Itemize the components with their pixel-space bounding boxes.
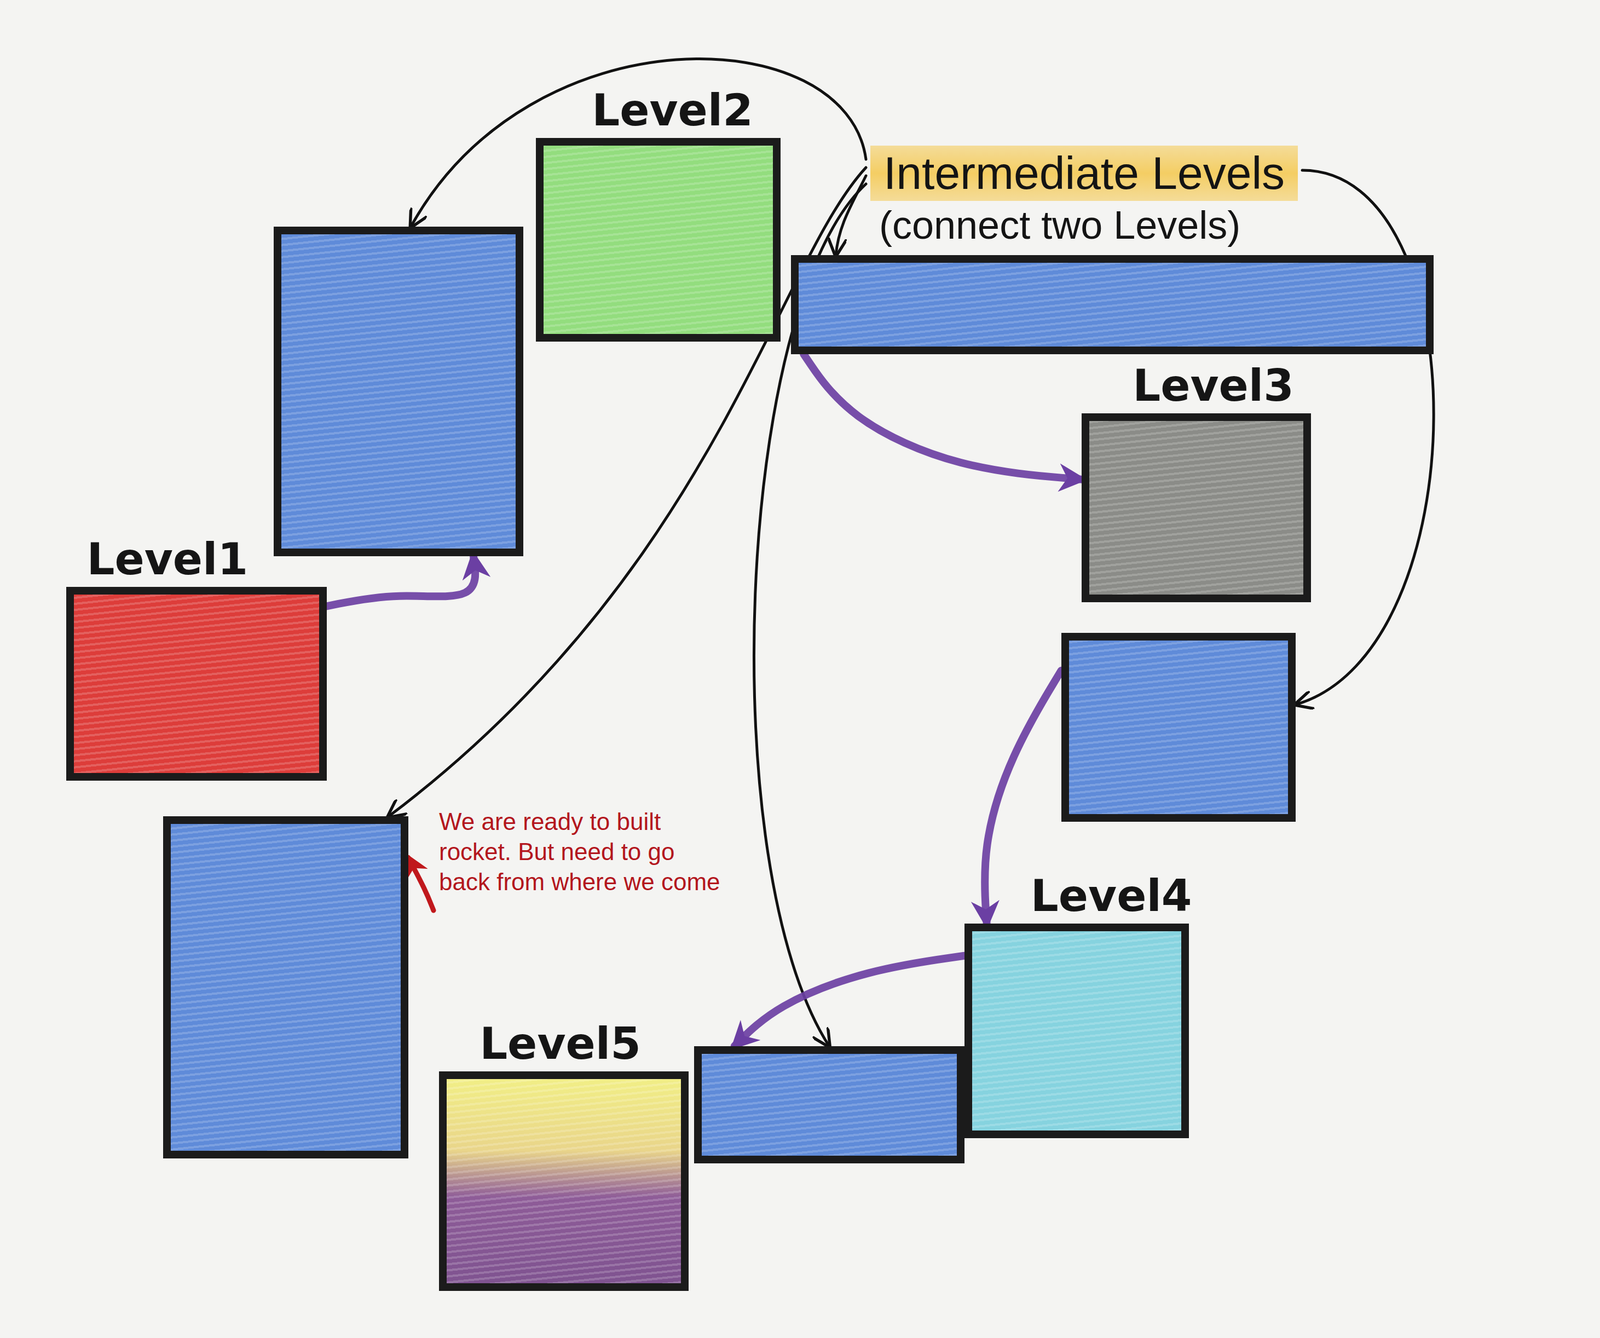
note-arrow-group [408, 857, 434, 911]
flow-arrow [803, 354, 1082, 480]
level-box [66, 586, 327, 781]
intermediate-node [1061, 632, 1297, 822]
section-subheading: (connect two Levels) [879, 202, 1241, 248]
leader-group [388, 58, 1434, 1046]
level-title: Level5 [479, 1019, 641, 1068]
intermediate-box [163, 816, 408, 1158]
level-title: Level3 [1132, 361, 1295, 410]
level-box [964, 923, 1189, 1138]
level-box [1081, 413, 1311, 603]
intermediate-box [273, 226, 524, 557]
level-title: Level1 [86, 535, 248, 584]
level-title: Level4 [1030, 871, 1193, 921]
handwritten-note: We are ready to built rocket. But need t… [439, 806, 724, 897]
intermediate-box [1061, 632, 1297, 822]
level-box [439, 1071, 690, 1291]
level-node: Level3 [1081, 361, 1311, 603]
level-node: Level5 [439, 1019, 690, 1291]
level-box [535, 137, 781, 343]
level-node: Level2 [535, 86, 781, 343]
intermediate-box [790, 255, 1434, 355]
note-arrow [408, 857, 434, 911]
intermediate-node [163, 816, 408, 1158]
level-node: Level1 [66, 535, 327, 781]
section-heading: Intermediate Levels [870, 145, 1298, 201]
flow-arrow [734, 955, 965, 1047]
intermediate-node [694, 1046, 965, 1164]
level-title: Level2 [591, 86, 754, 135]
leader-line [1295, 170, 1434, 705]
flow-arrow [326, 556, 476, 606]
intermediate-node [790, 255, 1434, 355]
level-node: Level4 [964, 871, 1189, 1138]
intermediate-node [273, 226, 524, 557]
intermediate-box [694, 1046, 965, 1164]
